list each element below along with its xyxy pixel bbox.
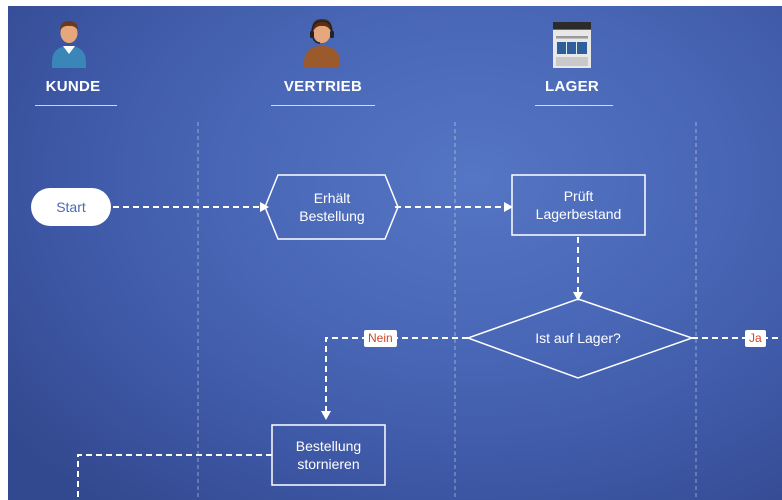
branch-label-ja: Ja — [745, 330, 766, 347]
decision-diamond — [465, 298, 695, 379]
start-terminator — [31, 188, 111, 226]
lane-title-vertrieb: VERTRIEB — [283, 78, 363, 95]
flow-arrow-nein-branch — [321, 337, 468, 420]
diagram-canvas — [31, 18, 782, 500]
start-label: Start — [56, 199, 86, 215]
lane-underline — [35, 105, 117, 106]
storno-node — [271, 424, 386, 486]
flow-line-storno-out — [77, 454, 272, 500]
customer-person-icon — [52, 21, 86, 68]
prueft-line-1: Prüft — [563, 188, 594, 204]
lane-underline — [271, 105, 375, 106]
prueft-lagerbestand-label: Prüft Lagerbestand — [512, 175, 645, 235]
branch-label-nein: Nein — [364, 330, 397, 347]
storno-line-2: stornieren — [297, 456, 360, 472]
decision-label: Ist auf Lager? — [535, 330, 621, 346]
warehouse-icon — [553, 22, 591, 68]
erhaelt-line-1: Erhält — [313, 190, 351, 206]
lane-title-kunde: KUNDE — [45, 78, 101, 95]
storno-line-1: Bestellung — [295, 438, 362, 454]
erhaelt-line-2: Bestellung — [299, 208, 365, 224]
prueft-line-2: Lagerbestand — [535, 206, 622, 222]
erhaelt-bestellung-node — [264, 174, 399, 240]
sales-headset-person-icon — [304, 18, 340, 68]
prueft-lagerbestand-node — [511, 174, 646, 236]
lane-underline — [535, 105, 613, 106]
lane-title-lager: LAGER — [545, 78, 599, 95]
erhaelt-bestellung-label: Erhält Bestellung — [270, 175, 394, 239]
swimlane-diagram: KUNDE VERTRIEB LAGER Start Erhält Bestel… — [8, 6, 782, 500]
storno-label: Bestellung stornieren — [272, 425, 385, 485]
